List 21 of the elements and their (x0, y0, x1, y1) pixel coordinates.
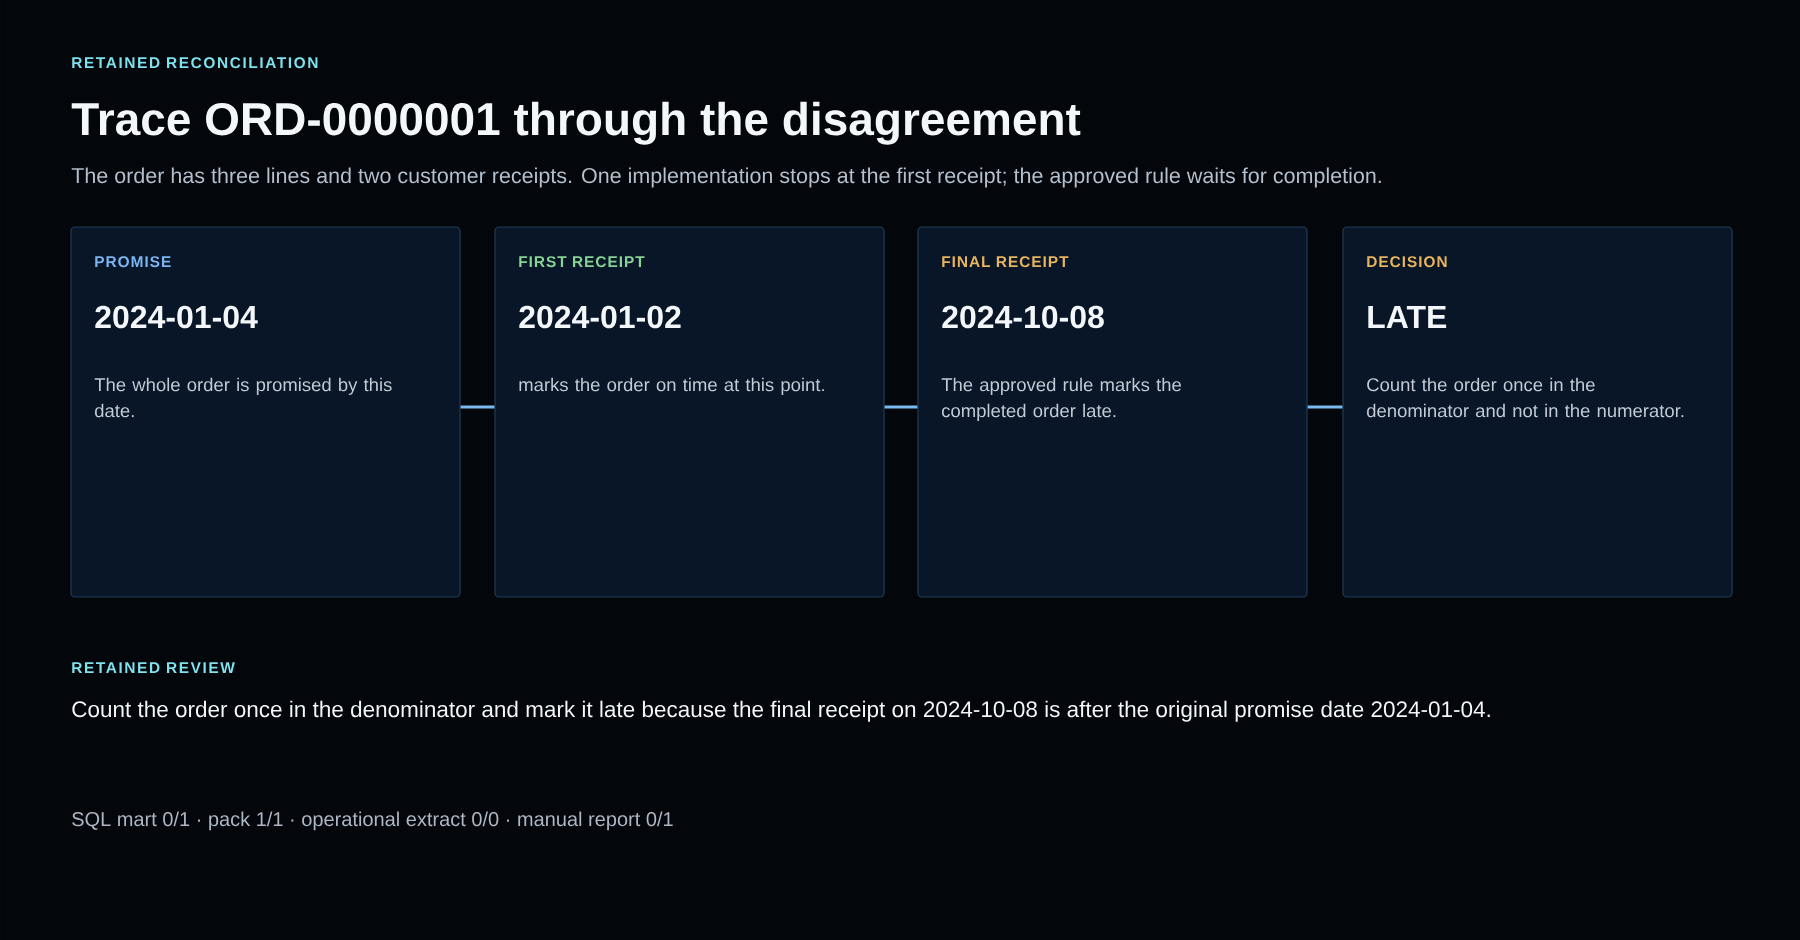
card-text: Count the order once in the denominator and not in the numerator. (1367, 377, 1684, 418)
card-heading: FIRST RECEIPT (519, 256, 645, 268)
date-value: LATE (1368, 306, 1447, 328)
subtitle: The order has three lines and two customer receipts. One implementation stops at the first receipt; the approved rule waits for completion. (71, 167, 1381, 188)
date-value: 2024-01-02 (519, 305, 681, 329)
title: Trace ORD-0000001 through the disagreement (71, 101, 1081, 145)
section-heading: RETAINED REVIEW (72, 662, 235, 673)
card-text: The whole order is promised by this date. (94, 377, 392, 418)
connector-line (1307, 405, 1343, 409)
card-text: The approved rule marks the completed order late. (941, 377, 1181, 421)
summary-text: Count the order once in the denominator and mark it late because the final receipt on 2024-10-08 is after the original promise date 2024-01-04. (72, 700, 1490, 722)
connector-line (884, 405, 918, 409)
card-heading: PROMISE (95, 256, 171, 268)
card-text: marks the order on time at this point. (519, 377, 824, 395)
date-value: 2024-01-04 (95, 305, 258, 329)
card-heading: DECISION (1367, 256, 1447, 268)
card-heading: FINAL RECEIPT (942, 256, 1069, 268)
footer-text: SQL mart 0/1 · pack 1/1 · operational extract 0/0 · manual report 0/1 (72, 811, 673, 831)
connector-line (460, 405, 495, 409)
date-value: 2024-10-08 (942, 305, 1104, 329)
eyebrow-label: RETAINED RECONCILIATION (72, 57, 318, 69)
